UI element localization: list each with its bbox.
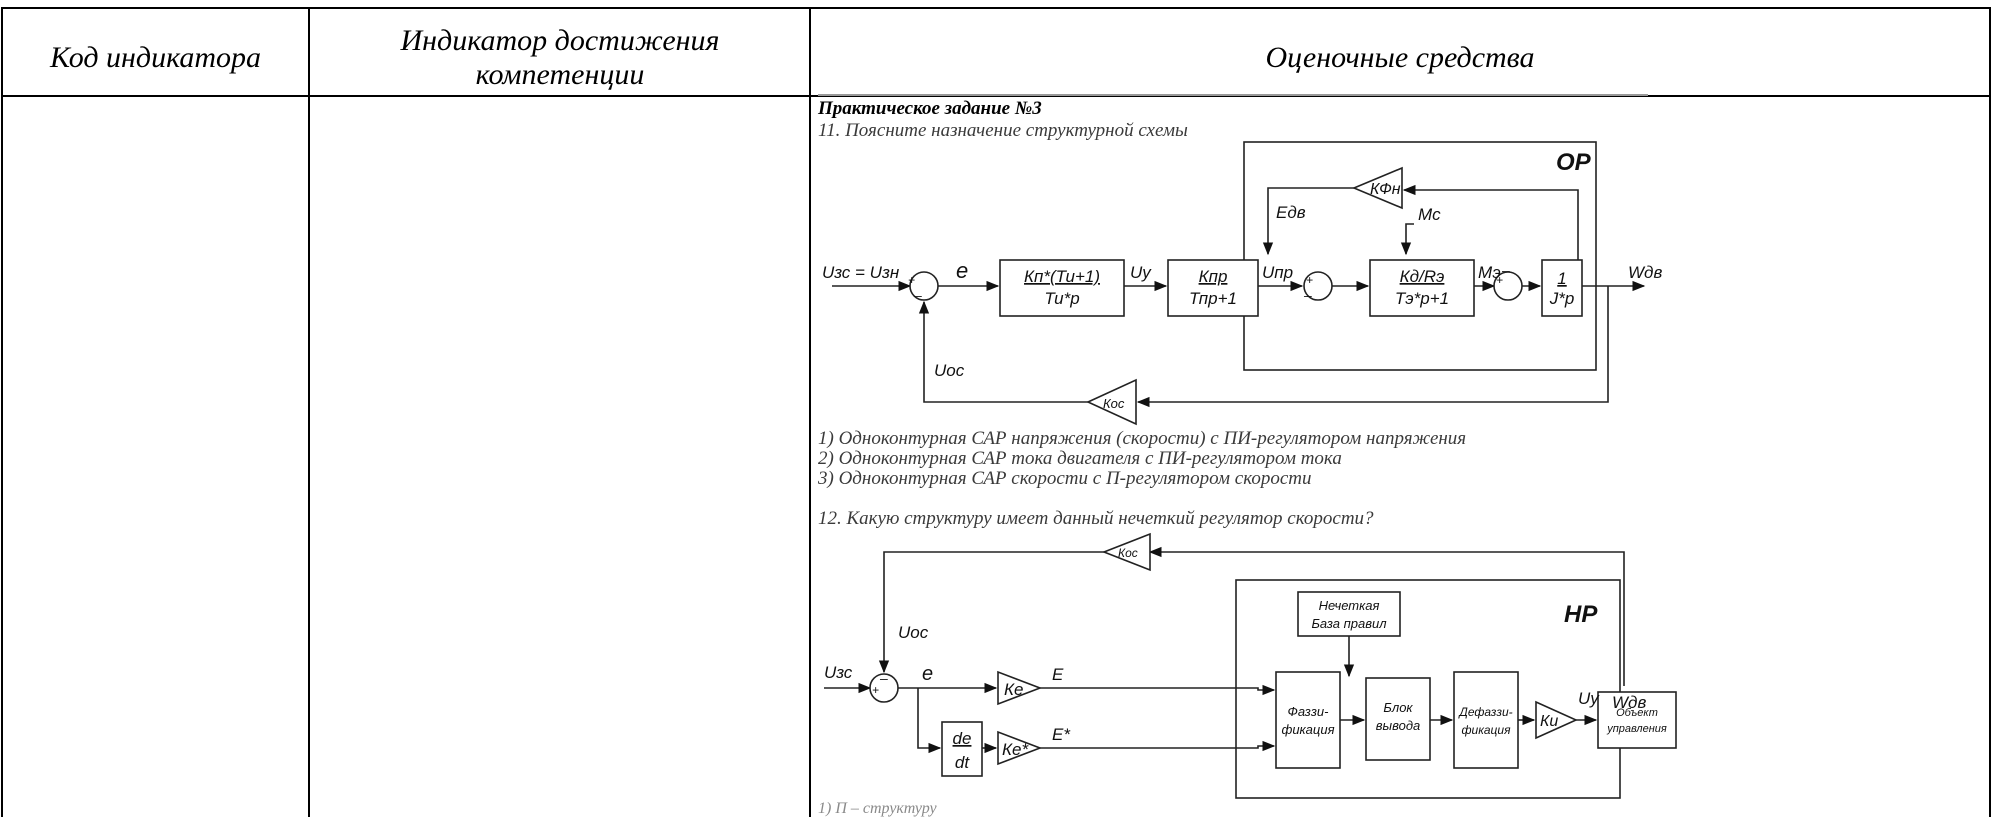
svg-text:–: –: [913, 287, 922, 303]
control-object-block: [1597, 691, 1677, 749]
svg-text:Мэ: Мэ: [1478, 263, 1501, 282]
question-11: 11. Поясните назначение структурной схем…: [818, 120, 1188, 141]
svg-text:Нечеткая: Нечеткая: [1319, 598, 1380, 613]
fuzzy-rule-base-block: [1297, 591, 1401, 637]
svg-text:dt: dt: [955, 753, 970, 772]
partial-answer-line: 1) П – структуру: [818, 800, 937, 817]
fuzzy-regulator-boundary: [1235, 579, 1621, 799]
header-assessment-tools: Оценочные средства: [1265, 41, 1535, 74]
fuzzification-block: [1275, 671, 1341, 769]
svg-text:+: +: [908, 273, 915, 287]
svg-text:Кд/Rэ: Кд/Rэ: [1400, 267, 1445, 286]
ke-gain-triangle: [997, 670, 1043, 706]
svg-text:Wдв: Wдв: [1612, 693, 1646, 712]
koc-gain-triangle: [1086, 378, 1137, 426]
svg-text:фикация: фикация: [1462, 723, 1512, 737]
svg-text:Блок: Блок: [1383, 700, 1413, 715]
svg-text:Тэ*р+1: Тэ*р+1: [1395, 289, 1449, 308]
svg-text:E: E: [1052, 665, 1064, 684]
ku-gain-triangle: [1535, 700, 1578, 740]
svg-text:фикация: фикация: [1281, 722, 1334, 737]
svg-text:вывода: вывода: [1376, 718, 1421, 733]
svg-text:Тпр+1: Тпр+1: [1189, 289, 1237, 308]
inertia-block: [1541, 259, 1583, 317]
svg-text:Uу: Uу: [1578, 689, 1600, 708]
defuzzification-block: [1453, 671, 1519, 769]
svg-text:Ке: Ке: [1004, 680, 1023, 699]
svg-text:Мс: Мс: [1418, 205, 1441, 224]
svg-text:+: +: [1496, 273, 1503, 287]
svg-text:+: +: [1306, 273, 1313, 287]
fuzzy-controller-diagram: Кос НР Нечеткая База правил Uос Uзс + – …: [824, 532, 1677, 799]
svg-text:1: 1: [1557, 269, 1566, 288]
svg-text:КФн: КФн: [1370, 181, 1401, 198]
koc-gain-triangle-2: [1101, 532, 1151, 572]
answer-11-option-3: 3) Одноконтурная САР скорости с П-регуля…: [818, 468, 1312, 489]
svg-text:Uзс: Uзс: [824, 663, 853, 682]
answer-11-option-1: 1) Одноконтурная САР напряжения (скорост…: [818, 428, 1467, 449]
svg-text:Uос: Uос: [898, 623, 929, 642]
svg-text:E*: E*: [1052, 725, 1071, 744]
motor-electric-block: [1369, 259, 1475, 317]
svg-text:База правил: База правил: [1311, 616, 1387, 631]
svg-text:–: –: [1501, 262, 1510, 278]
svg-text:Uпр: Uпр: [1262, 263, 1293, 282]
derivative-block: [941, 721, 983, 777]
svg-text:e: e: [922, 663, 933, 685]
svg-text:e: e: [956, 258, 968, 283]
svg-text:управления: управления: [1606, 723, 1667, 735]
svg-text:Едв: Едв: [1276, 203, 1306, 222]
svg-text:de: de: [953, 729, 972, 748]
svg-text:Кu: Кu: [1540, 713, 1558, 730]
svg-text:Uу: Uу: [1130, 263, 1152, 282]
svg-text:Объект: Объект: [1616, 707, 1658, 719]
svg-text:+: +: [872, 683, 879, 697]
svg-text:J*p: J*p: [1549, 289, 1575, 308]
kfn-gain-triangle: [1351, 166, 1403, 210]
inference-block: [1365, 677, 1431, 761]
svg-text:Ти*р: Ти*р: [1044, 289, 1079, 308]
svg-text:Uзс = Uзн: Uзс = Uзн: [822, 263, 900, 282]
header-indicator-achievement: Индикатор достижения компетенции: [400, 24, 720, 91]
svg-text:Дефаззи-: Дефаззи-: [1457, 705, 1512, 719]
ke-star-gain-triangle: [997, 730, 1043, 766]
svg-text:–: –: [1303, 287, 1312, 303]
svg-text:Кп*(Ти+1): Кп*(Ти+1): [1024, 267, 1100, 286]
scan-edge-line: [818, 94, 1648, 96]
answer-11-option-2: 2) Одноконтурная САР тока двигателя с ПИ…: [818, 448, 1342, 469]
svg-text:Ке*: Ке*: [1002, 740, 1029, 759]
svg-text:Фаззи-: Фаззи-: [1288, 704, 1330, 719]
svg-text:Uос: Uос: [934, 361, 965, 380]
or-plant-boundary: [1243, 141, 1597, 371]
svg-text:Кпр: Кпр: [1199, 267, 1228, 286]
svg-text:ОР: ОР: [1556, 149, 1592, 176]
svg-text:Кос: Кос: [1103, 396, 1125, 411]
svg-text:НР: НР: [1564, 601, 1598, 628]
header-indicator-code: Код индикатора: [49, 41, 262, 74]
svg-text:Wдв: Wдв: [1628, 263, 1662, 282]
svg-text:Кос: Кос: [1118, 546, 1138, 560]
pi-regulator-block: [999, 259, 1125, 317]
control-system-diagram-1: ОР КФн Едв Мс Uзс = Uзн + – e Кп*(Ти+1) …: [822, 141, 1662, 426]
task-title: Практическое задание №3: [818, 98, 1042, 119]
converter-block: [1167, 259, 1259, 317]
svg-text:–: –: [879, 670, 888, 686]
assessment-content: Практическое задание №3 11. Поясните наз…: [818, 94, 1688, 817]
question-12: 12. Какую структуру имеет данный нечетки…: [818, 508, 1374, 529]
